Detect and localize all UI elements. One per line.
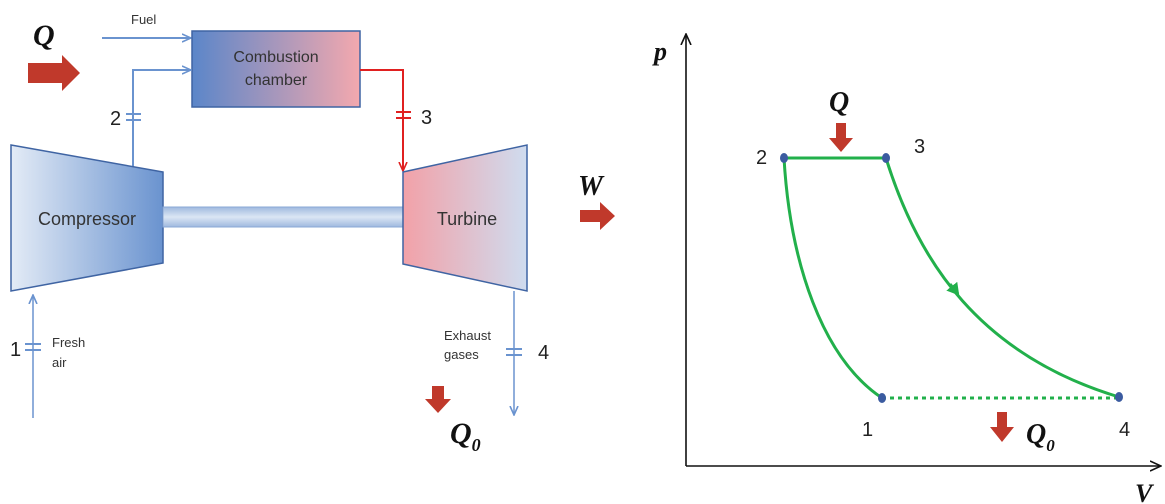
point-4 bbox=[1115, 392, 1123, 402]
exhaust-label-1: Exhaust bbox=[444, 328, 491, 343]
state-1-label: 1 bbox=[10, 339, 21, 361]
heat-out-letter: Q bbox=[450, 417, 472, 450]
line-3 bbox=[360, 69, 403, 170]
process-3-4-arrow bbox=[946, 281, 960, 296]
pv-state-3-label: 3 bbox=[914, 136, 925, 158]
fresh-label-2: air bbox=[52, 355, 67, 370]
heat-in-label: Q bbox=[33, 19, 55, 52]
pv-heat-in-label: Q bbox=[829, 87, 849, 118]
pv-state-1-label: 1 bbox=[862, 419, 873, 441]
v-axis-label: V bbox=[1135, 479, 1155, 504]
process-1-2 bbox=[782, 157, 883, 400]
state-2-label: 2 bbox=[110, 108, 121, 130]
pv-heat-out-letter: Q bbox=[1026, 419, 1046, 450]
heat-out-label: Q0 bbox=[450, 417, 481, 455]
shaft bbox=[162, 206, 404, 228]
pv-heat-out-sub: 0 bbox=[1046, 436, 1055, 455]
fuel-label: Fuel bbox=[131, 12, 156, 27]
compressor bbox=[10, 144, 164, 292]
pv-heat-out-arrow bbox=[990, 412, 1014, 442]
heat-in-arrow bbox=[28, 55, 80, 91]
heat-out-sub: 0 bbox=[472, 435, 481, 455]
combustion-chamber bbox=[191, 30, 361, 108]
exhaust-label-2: gases bbox=[444, 347, 479, 362]
state-4-label: 4 bbox=[538, 342, 549, 364]
work-arrow bbox=[580, 202, 615, 230]
point-1 bbox=[878, 393, 886, 403]
point-2 bbox=[780, 153, 788, 163]
work-label: W bbox=[578, 171, 605, 202]
fresh-label-1: Fresh bbox=[52, 335, 85, 350]
pv-state-2-label: 2 bbox=[756, 147, 767, 169]
combustion-label-1: Combustion bbox=[233, 49, 318, 66]
pv-heat-in-arrow bbox=[829, 123, 853, 152]
compressor-label: Compressor bbox=[38, 209, 136, 229]
heat-out-arrow bbox=[425, 386, 451, 413]
turbine-label: Turbine bbox=[437, 209, 497, 229]
combustion-label-2: chamber bbox=[245, 72, 308, 89]
p-axis-label: p bbox=[652, 37, 667, 66]
pv-heat-out-label: Q0 bbox=[1026, 419, 1055, 455]
process-3-4 bbox=[884, 157, 1120, 399]
pv-state-4-label: 4 bbox=[1119, 419, 1130, 441]
state-3-label: 3 bbox=[421, 107, 432, 129]
turbine bbox=[402, 144, 528, 292]
point-3 bbox=[882, 153, 890, 163]
line-2 bbox=[132, 70, 190, 178]
